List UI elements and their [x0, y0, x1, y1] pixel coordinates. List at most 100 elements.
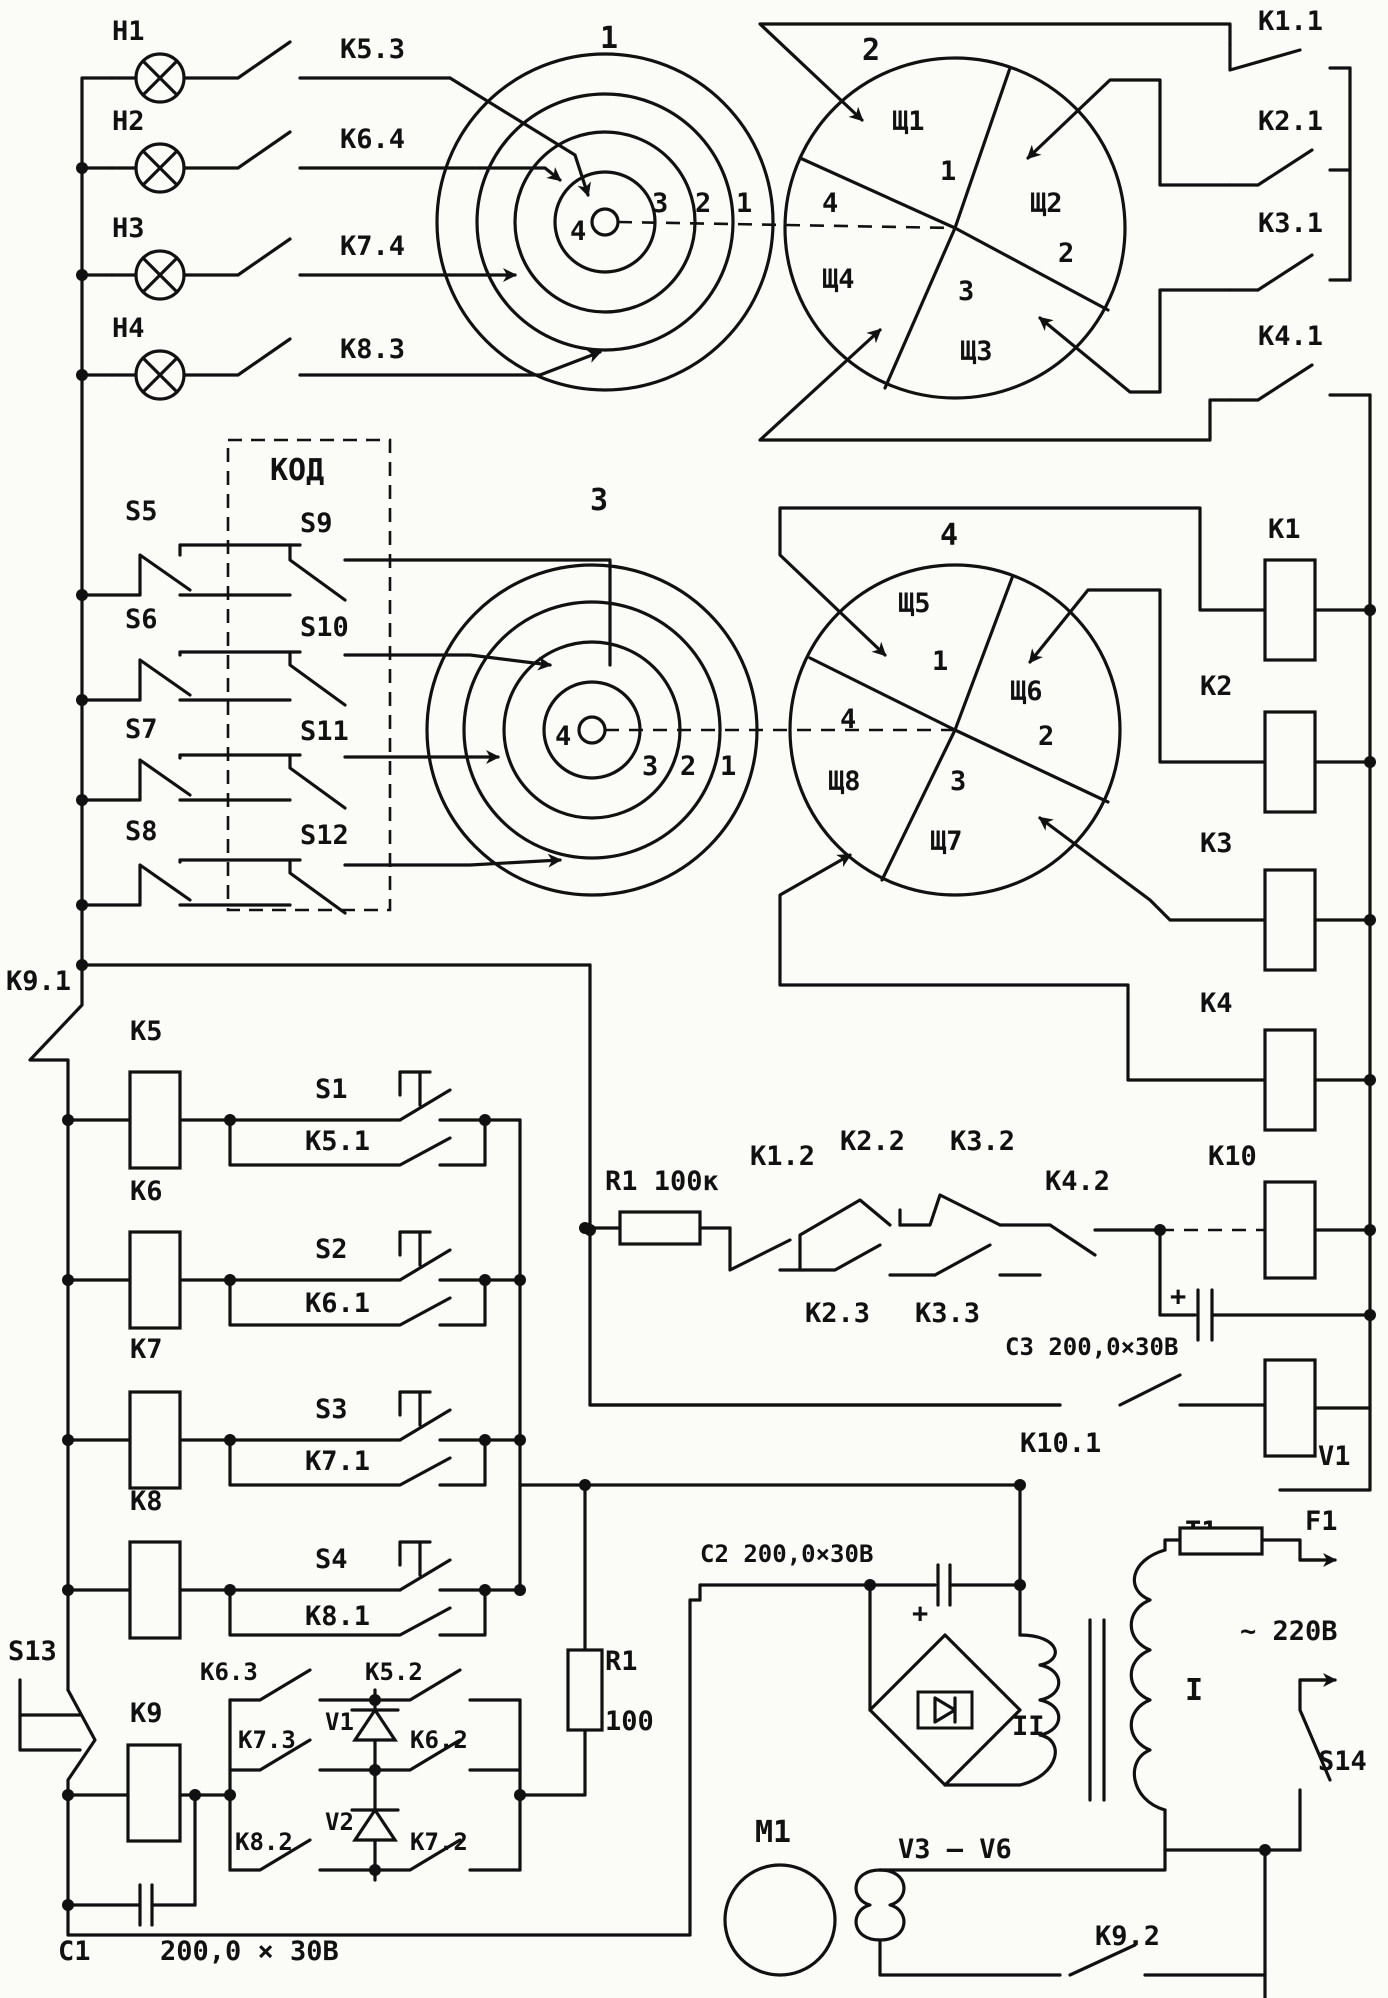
capacitor-c2-label: С2 200,0×30В	[700, 1540, 873, 1568]
contact-k101-label: К10.1	[1020, 1428, 1101, 1459]
contact-k82-label: К8.2	[235, 1828, 293, 1856]
lamp-contact-k74-label: К7.4	[340, 231, 405, 262]
code-title: КОД	[270, 453, 324, 488]
mains-label: ~ 220В	[1240, 1616, 1338, 1647]
lamp-h3-group: Н3 К7.4	[110, 213, 502, 301]
contact-k61-label: К6.1	[305, 1288, 370, 1319]
contact-k92-label: К9.2	[1095, 1921, 1160, 1952]
contact-k71-label: К7.1	[305, 1446, 370, 1477]
brush-sch3: Щ3	[960, 336, 993, 367]
c2-plus: +	[912, 1598, 928, 1629]
lamp-contact-k53-label: К5.3	[340, 34, 405, 65]
resistor-r1-100k-label: R1 100к	[605, 1166, 719, 1197]
switch1-ring-3: 3	[652, 188, 668, 219]
button-s3-label: S3	[315, 1394, 348, 1425]
capacitor-c1-value: 200,0 × 30В	[160, 1936, 339, 1967]
relay-k10-label: К10	[1208, 1141, 1257, 1172]
lamp-contact-k64-label: К6.4	[340, 124, 405, 155]
switch-s8-label: S8	[125, 816, 158, 847]
capacitor-c3-label: С3 200,0×30В	[1005, 1333, 1178, 1361]
switch3-ring-4: 4	[555, 721, 571, 752]
lamp-h2-group: Н2 К6.4	[110, 106, 482, 194]
switch4-sector-3: 3	[950, 766, 966, 797]
brush-sch6: Щ6	[1010, 676, 1043, 707]
switch2-sector-2: 2	[1058, 238, 1074, 269]
winding-ii-label: II	[1012, 1711, 1045, 1742]
selector-switch-2: 2 1 2 3 4 Щ1 Щ2 Щ3 Щ4	[758, 22, 1232, 442]
contact-k62-label: К6.2	[410, 1726, 468, 1754]
contact-k52-label: К5.2	[365, 1658, 423, 1686]
contact-k31-label: К3.1	[1258, 208, 1323, 239]
brush-sch2: Щ2	[1030, 188, 1063, 219]
contact-k11-label: К1.1	[1258, 6, 1323, 37]
contact-k33-label: К3.3	[915, 1298, 980, 1329]
switch-s5-label: S5	[125, 496, 158, 527]
switch-s13-label: S13	[8, 1636, 57, 1667]
switch4-sector-1: 1	[932, 646, 948, 677]
switch2-label: 2	[862, 33, 880, 68]
timer-chain: R1 100к К1.2 К2.2 К3.2 К4.2 К2.3 К3.3 К1…	[579, 1126, 1372, 1472]
selector-switch-4: 4 1 2 3 4 Щ5 Щ6 Щ7 Щ8	[778, 506, 1267, 1082]
contact-k41-label: К4.1	[1258, 321, 1323, 352]
button-s4-label: S4	[315, 1544, 348, 1575]
switch4-sector-4: 4	[840, 704, 856, 735]
bottom-left-section: S13 К9 С1 200,0 × 30В К6.3 К7.3 К8.2	[8, 1598, 702, 1967]
contact-k32-label: К3.2	[950, 1126, 1015, 1157]
switch4-label: 4	[940, 518, 958, 553]
switch-s9-label: S9	[300, 508, 333, 539]
relay-k8-label: К8	[130, 1486, 163, 1517]
contact-k63-label: К6.3	[200, 1658, 258, 1686]
contact-k91-label: К9.1	[6, 966, 71, 997]
lamp-contact-k83-label: К8.3	[340, 334, 405, 365]
lamp-h3-label: Н3	[112, 213, 145, 244]
switch1-label: 1	[600, 21, 618, 56]
lamp-h4-label: Н4	[112, 313, 145, 344]
contact-k42-label: К4.2	[1045, 1166, 1110, 1197]
brush-sch1: Щ1	[892, 106, 925, 137]
contact-k72-label: К7.2	[410, 1828, 468, 1856]
diode-v2-label: V2	[325, 1808, 354, 1836]
relay-k9-label: К9	[130, 1698, 163, 1729]
right-contacts-top: К1.1 К2.1 К3.1 К4.1	[1228, 6, 1372, 402]
capacitor-c1-label: С1	[58, 1936, 91, 1967]
lamp-h1-group: Н1 К5.3	[110, 16, 452, 104]
left-rail-top	[76, 76, 114, 971]
coil-k4-label: К4	[1200, 988, 1233, 1019]
switch3-label: 3	[590, 483, 608, 518]
resistor-r1-value: 100	[605, 1706, 654, 1737]
switch-s10-label: S10	[300, 612, 349, 643]
relay-k7-label: К7	[130, 1334, 163, 1365]
contact-k23-label: К2.3	[805, 1298, 870, 1329]
switch1-ring-1: 1	[736, 188, 752, 219]
contact-k22-label: К2.2	[840, 1126, 905, 1157]
selector-switch-3: 3 4 3 2 1	[425, 483, 955, 897]
switch1-ring-2: 2	[695, 188, 711, 219]
button-s1-label: S1	[315, 1074, 348, 1105]
contact-k81-label: К8.1	[305, 1601, 370, 1632]
contact-k51-label: К5.1	[305, 1126, 370, 1157]
coil-k2-label: К2	[1200, 671, 1233, 702]
switch2-sector-4: 4	[822, 188, 838, 219]
switch1-ring-4: 4	[570, 216, 586, 247]
switch2-sector-1: 1	[940, 156, 956, 187]
lamp-h1-label: Н1	[112, 16, 145, 47]
coil-k3-label: К3	[1200, 828, 1233, 859]
resistor-r1-name: R1	[605, 1646, 638, 1677]
code-block: КОД S5 S9 S6 S10 S7 S11 S8 S12	[80, 438, 612, 915]
relay-k5-label: К5	[130, 1016, 163, 1047]
switch-s14-label: S14	[1318, 1746, 1367, 1777]
switch-s7-label: S7	[125, 714, 158, 745]
switch2-sector-3: 3	[958, 276, 974, 307]
switch4-sector-2: 2	[1038, 721, 1054, 752]
switch3-ring-2: 2	[680, 751, 696, 782]
contact-k21-label: К2.1	[1258, 106, 1323, 137]
brush-sch7: Щ7	[930, 826, 963, 857]
switch-s6-label: S6	[125, 604, 158, 635]
brush-sch4: Щ4	[822, 264, 855, 295]
contact-k73-label: К7.3	[238, 1726, 296, 1754]
contact-k12-label: К1.2	[750, 1141, 815, 1172]
relay-k6-label: К6	[130, 1176, 163, 1207]
lamp-h4-group: Н4 К8.3	[110, 313, 542, 401]
relay-coils-right: К1 К2 К3 К4	[1200, 514, 1372, 1132]
